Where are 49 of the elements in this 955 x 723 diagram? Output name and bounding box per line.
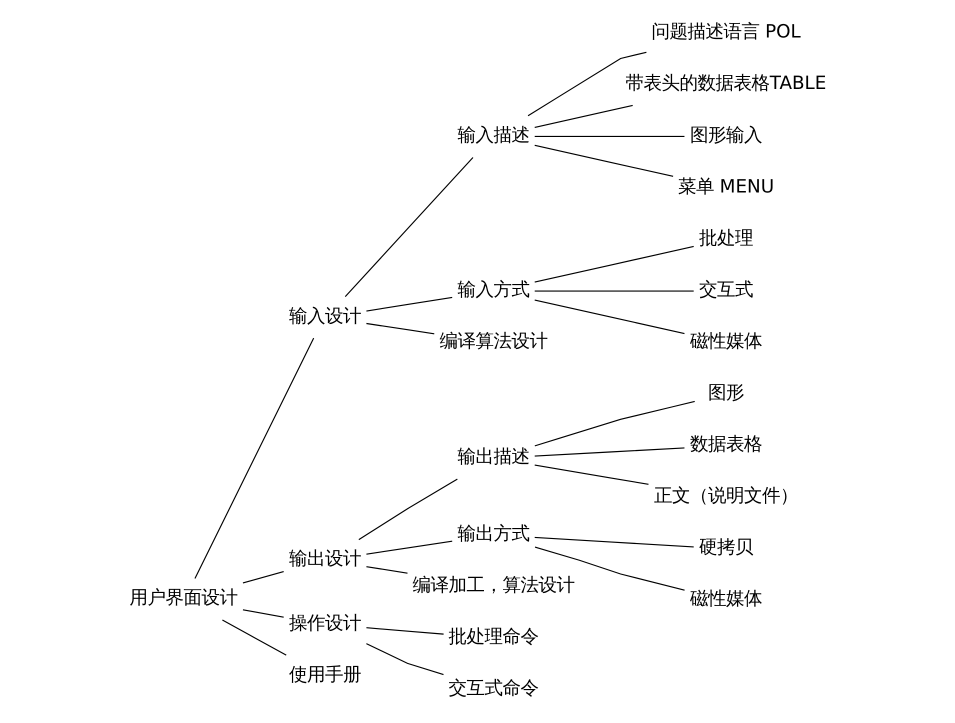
node-text: 带表头的数据表格TABLE — [625, 73, 826, 94]
connector — [366, 540, 452, 555]
connector — [534, 290, 694, 292]
node-text: 交互式命令 — [448, 678, 538, 700]
node-text: 图形输入 — [690, 124, 762, 146]
connector — [534, 246, 694, 283]
node-text: 磁性媒体 — [690, 330, 762, 352]
node-text: 输出设计 — [288, 548, 361, 570]
node-text: 图形 — [708, 382, 744, 404]
connector — [534, 299, 684, 334]
connector — [242, 609, 284, 618]
node-text: 输出方式 — [456, 523, 529, 544]
node-text: 用户界面设计 — [129, 588, 238, 609]
connector — [527, 52, 646, 116]
connector — [534, 144, 673, 177]
node-text: 操作设计 — [288, 612, 361, 634]
connector — [366, 566, 408, 574]
connector — [358, 478, 458, 540]
node-text: 输入设计 — [288, 306, 361, 327]
connector — [534, 136, 684, 137]
connector — [366, 643, 444, 676]
connector — [534, 400, 694, 446]
node-text: 批处理 — [698, 228, 753, 249]
node-text: 磁性媒体 — [690, 588, 762, 610]
connector — [534, 546, 684, 591]
node-text: 输出描述 — [456, 446, 529, 468]
node-text: 正文（说明文件） — [654, 486, 798, 507]
node-text: 输入描述 — [456, 124, 529, 146]
connector — [222, 619, 286, 656]
connector — [534, 104, 632, 128]
connector — [534, 447, 684, 457]
node-text: 交互式 — [698, 279, 753, 300]
node-text: 问题描述语言 POL — [650, 22, 800, 43]
connector — [344, 157, 473, 298]
node-text: 输入方式 — [456, 279, 529, 300]
node-text: 菜单 MENU — [677, 176, 774, 198]
node-text: 数据表格 — [690, 434, 762, 456]
node-text: 编译加工，算法设计 — [412, 574, 574, 596]
connector — [242, 570, 284, 584]
connector — [366, 627, 444, 635]
connector — [366, 322, 434, 334]
connector — [194, 338, 314, 579]
connector — [534, 464, 648, 485]
node-text: 使用手册 — [288, 664, 361, 686]
connector — [366, 296, 452, 312]
node-text: 批处理命令 — [448, 626, 538, 648]
node-text: 硬拷贝 — [698, 537, 753, 558]
connector — [534, 536, 694, 548]
node-text: 编译算法设计 — [438, 330, 547, 352]
